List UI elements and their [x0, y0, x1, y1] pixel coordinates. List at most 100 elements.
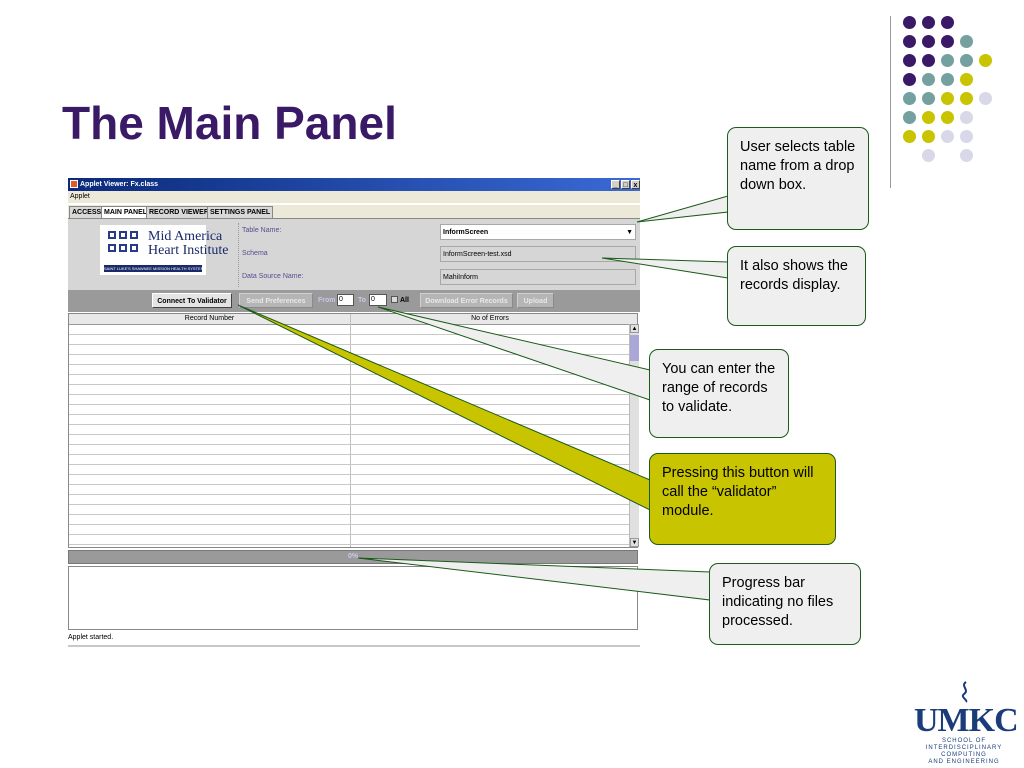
- logo-line-2: Heart Institute: [148, 243, 229, 258]
- umkc-line-1: SCHOOL OF: [941, 738, 987, 744]
- maximize-button[interactable]: □: [621, 180, 630, 189]
- table-name-value: InformScreen: [443, 229, 489, 236]
- scroll-down-icon[interactable]: ▼: [630, 538, 639, 547]
- table-row: [69, 414, 629, 415]
- table-row: [69, 514, 629, 515]
- decorative-dot: [922, 35, 935, 48]
- decorative-dot: [941, 92, 954, 105]
- table-name-label: Table Name:: [242, 227, 282, 234]
- all-checkbox[interactable]: [391, 296, 398, 303]
- status-bar: Applet started.: [68, 631, 640, 647]
- upload-button[interactable]: Upload: [517, 293, 554, 308]
- decorative-dot: [922, 54, 935, 67]
- download-error-records-button[interactable]: Download Error Records: [420, 293, 513, 308]
- all-label: All: [400, 297, 409, 304]
- table-row: [69, 424, 629, 425]
- pointer-table-name: [636, 195, 729, 223]
- pointer-progress: [357, 557, 711, 601]
- window-title: Applet Viewer: Fx.class: [80, 181, 159, 188]
- main-panel-header: Mid America Heart Institute SAINT LUKE'S…: [68, 218, 640, 291]
- callout-validator: Pressing this button will call the “vali…: [649, 453, 836, 545]
- progress-bar: 0%: [68, 550, 638, 564]
- decorative-dot: [903, 130, 916, 143]
- decorative-dot: [941, 130, 954, 143]
- callout-records-display: It also shows the records display.: [727, 246, 866, 326]
- decorative-dot: [903, 111, 916, 124]
- umkc-line-4: AND ENGINEERING: [928, 759, 1000, 765]
- tab-settings-panel[interactable]: SETTINGS PANEL: [207, 206, 274, 218]
- close-button[interactable]: x: [631, 180, 640, 189]
- institute-logo: Mid America Heart Institute SAINT LUKE'S…: [100, 225, 228, 275]
- table-row: [69, 364, 629, 365]
- decorative-dot: [903, 92, 916, 105]
- decorative-dot: [979, 54, 992, 67]
- table-row: [69, 444, 629, 445]
- from-input[interactable]: [337, 294, 354, 306]
- pointer-validator: [237, 304, 651, 511]
- decorative-dot: [922, 111, 935, 124]
- to-label: To: [358, 297, 367, 304]
- decorative-dot: [960, 111, 973, 124]
- status-text: Applet started.: [68, 634, 114, 641]
- slide-title: The Main Panel: [62, 97, 397, 149]
- decorative-dot: [941, 35, 954, 48]
- table-row: [69, 404, 629, 405]
- umkc-logo: UMKC SCHOOL OF INTERDISCIPLINARY COMPUTI…: [908, 680, 1020, 765]
- connect-to-validator-button[interactable]: Connect To Validator: [152, 293, 232, 308]
- data-source-label: Data Source Name:: [242, 273, 304, 280]
- decorative-dot: [960, 92, 973, 105]
- chevron-down-icon: ▼: [626, 229, 633, 236]
- table-header: Record Number No of Errors: [69, 314, 637, 325]
- callout-progress: Progress bar indicating no files process…: [709, 563, 861, 645]
- decorative-dot: [941, 54, 954, 67]
- send-preferences-button[interactable]: Send Preferences: [239, 293, 313, 308]
- table-row: [69, 474, 629, 475]
- table-name-dropdown[interactable]: InformScreen ▼: [440, 224, 636, 240]
- action-toolbar: Connect To Validator Send Preferences Fr…: [68, 290, 640, 312]
- decorative-dot: [960, 73, 973, 86]
- minimize-button[interactable]: _: [611, 180, 620, 189]
- data-source-value: MahiInform: [440, 269, 636, 285]
- umkc-line-3: COMPUTING: [941, 752, 987, 758]
- column-divider: [350, 314, 351, 547]
- to-input[interactable]: [369, 294, 387, 306]
- tab-strip: ACCESS MAIN PANEL RECORD VIEWER SETTINGS…: [68, 205, 640, 218]
- table-row: [69, 394, 629, 395]
- logo-tagline: SAINT LUKE'S SHAWNEE MISSION HEALTH SYST…: [104, 265, 202, 272]
- pointer-records-display: [601, 257, 729, 279]
- decorative-dot: [903, 35, 916, 48]
- table-row: [69, 464, 629, 465]
- decorative-dot: [941, 111, 954, 124]
- decorative-dot: [941, 73, 954, 86]
- decorative-dot: [960, 130, 973, 143]
- decorative-dot: [903, 16, 916, 29]
- column-header-no-of-errors[interactable]: No of Errors: [471, 315, 509, 322]
- window-title-bar: Applet Viewer: Fx.class _ □ x: [68, 178, 640, 191]
- decorative-dot: [922, 92, 935, 105]
- decorative-dot: [922, 130, 935, 143]
- decorative-divider-line: [890, 16, 891, 188]
- schema-label: Schema: [242, 250, 268, 257]
- decorative-dot: [960, 54, 973, 67]
- panel-splitter[interactable]: [238, 223, 243, 287]
- decorative-dot: [903, 73, 916, 86]
- table-row: [69, 334, 629, 335]
- decorative-dot: [960, 149, 973, 162]
- decorative-dot: [922, 149, 935, 162]
- column-header-record-number[interactable]: Record Number: [184, 315, 235, 322]
- menu-applet[interactable]: Applet: [70, 193, 90, 200]
- table-vertical-scrollbar[interactable]: ▲ ▼: [629, 324, 639, 547]
- table-row: [69, 374, 629, 375]
- table-row: [69, 544, 629, 545]
- from-label: From: [318, 297, 336, 304]
- decorative-dot: [941, 16, 954, 29]
- callout-table-name: User selects table name from a drop down…: [727, 127, 869, 230]
- progress-label: 0%: [347, 553, 359, 560]
- scrollbar-thumb[interactable]: [630, 335, 639, 361]
- scroll-up-icon[interactable]: ▲: [630, 324, 639, 333]
- java-app-icon: [70, 180, 78, 188]
- umkc-flame-icon: [961, 681, 968, 703]
- schema-value: InformScreen-test.xsd: [440, 246, 636, 262]
- table-row: [69, 484, 629, 485]
